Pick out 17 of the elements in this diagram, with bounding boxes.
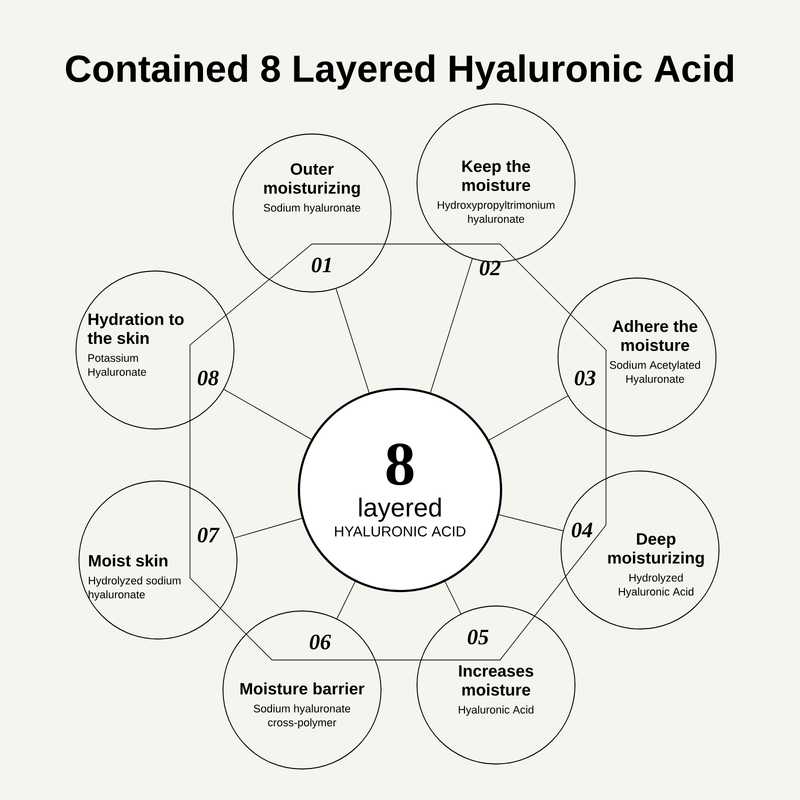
title: Contained 8 Layered Hyaluronic Acid <box>66 54 734 90</box>
connector-line <box>336 581 356 620</box>
connector-line <box>444 581 462 614</box>
connector-line <box>234 518 302 538</box>
step-number: 04 <box>572 522 592 538</box>
step-number: 03 <box>574 370 596 386</box>
step-number: 08 <box>198 370 219 386</box>
connector-line <box>430 258 473 393</box>
step-number: 07 <box>198 528 220 542</box>
step-number: 01 <box>312 258 331 272</box>
connector-line <box>498 514 564 532</box>
step-number: 06 <box>310 634 331 650</box>
step-number: 02 <box>480 260 500 276</box>
step-number: 05 <box>468 630 488 644</box>
connector-line <box>488 396 568 440</box>
connector-line <box>336 288 370 393</box>
connector-line <box>224 389 312 440</box>
